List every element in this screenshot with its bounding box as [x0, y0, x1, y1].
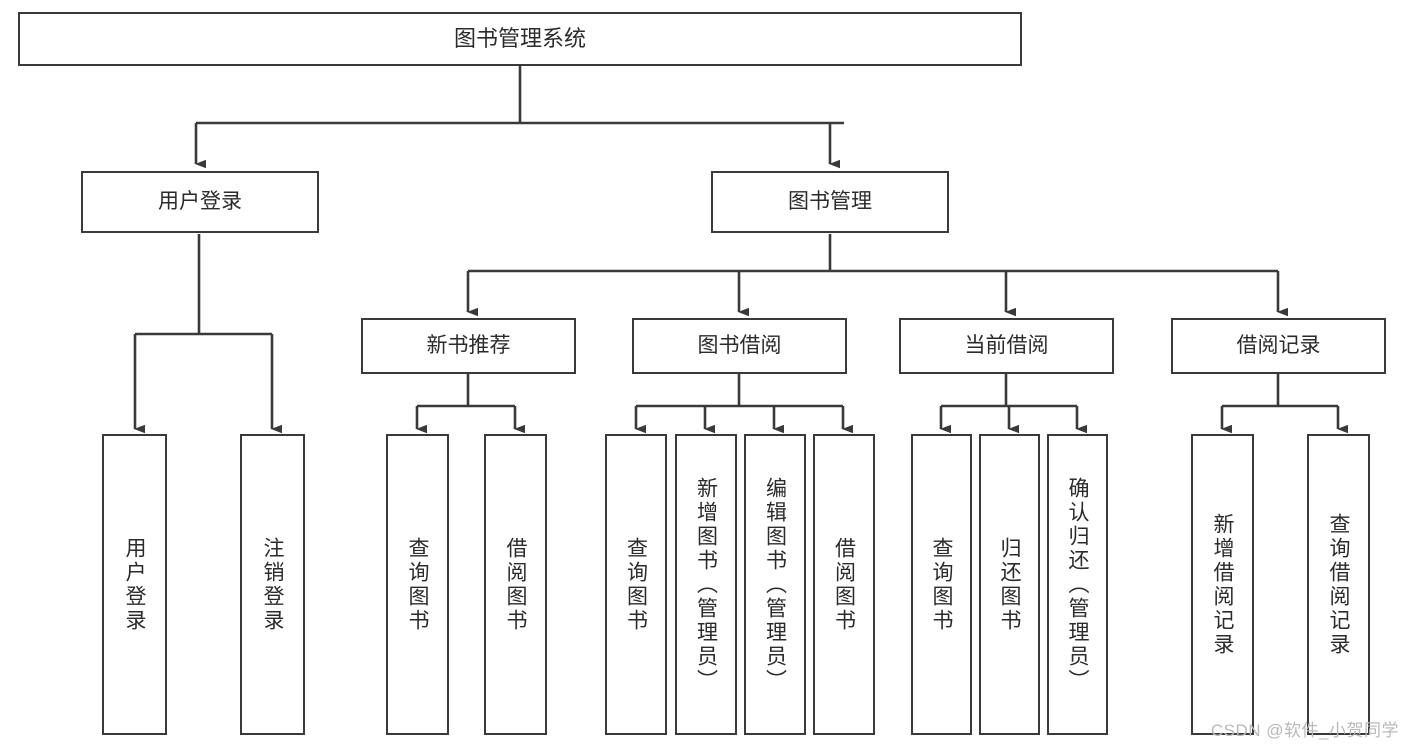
node-label: 确认归还（管理员）	[1066, 476, 1089, 693]
csdn-watermark: CSDN @软件_小贺同学	[1210, 721, 1399, 740]
node-current-borrowing[interactable]: 当前借阅	[899, 318, 1114, 374]
node-label: 新增图书（管理员）	[694, 476, 718, 693]
node-book-borrowing[interactable]: 图书借阅	[632, 318, 847, 374]
node-user-login[interactable]: 用户登录	[81, 171, 319, 233]
node-book-management[interactable]: 图书管理	[711, 171, 949, 233]
node-borrowing-records[interactable]: 借阅记录	[1171, 318, 1386, 374]
node-label: 新书推荐	[426, 333, 511, 357]
leaf-borrow-book-new[interactable]: 借阅图书	[484, 434, 547, 735]
node-label: 编辑图书（管理员）	[763, 476, 787, 693]
leaf-query-book-current[interactable]: 查询图书	[911, 434, 972, 735]
node-label: 查询图书	[930, 536, 953, 633]
leaf-add-borrow-record[interactable]: 新增借阅记录	[1191, 434, 1254, 735]
node-new-book-recommendation[interactable]: 新书推荐	[361, 318, 576, 374]
leaf-return-book[interactable]: 归还图书	[979, 434, 1040, 735]
leaf-user-login[interactable]: 用户登录	[102, 434, 167, 735]
node-label: 注销登录	[261, 536, 284, 633]
node-root-book-management-system[interactable]: 图书管理系统	[18, 12, 1022, 66]
leaf-add-book-admin[interactable]: 新增图书（管理员）	[675, 434, 737, 735]
leaf-query-borrow-record[interactable]: 查询借阅记录	[1307, 434, 1370, 735]
node-label: 借阅记录	[1236, 333, 1321, 357]
node-label: 当前借阅	[964, 333, 1049, 357]
leaf-borrow-book[interactable]: 借阅图书	[813, 434, 875, 735]
node-label: 借阅图书	[832, 536, 856, 633]
node-label: 查询借阅记录	[1327, 512, 1350, 657]
leaf-logout[interactable]: 注销登录	[240, 434, 305, 735]
node-label: 用户登录	[123, 536, 146, 633]
leaf-confirm-return-admin[interactable]: 确认归还（管理员）	[1047, 434, 1108, 735]
leaf-edit-book-admin[interactable]: 编辑图书（管理员）	[744, 434, 806, 735]
node-label: 借阅图书	[504, 536, 527, 633]
node-label: 用户登录	[158, 189, 242, 213]
node-label: 图书管理	[788, 189, 872, 213]
leaf-query-book-new[interactable]: 查询图书	[386, 434, 449, 735]
node-label: 查询图书	[624, 536, 648, 633]
node-label: 图书借阅	[697, 333, 782, 357]
node-label: 归还图书	[998, 536, 1021, 633]
leaf-query-book-borrow[interactable]: 查询图书	[605, 434, 667, 735]
node-label: 查询图书	[406, 536, 429, 633]
node-label: 图书管理系统	[453, 26, 586, 52]
node-label: 新增借阅记录	[1211, 512, 1234, 657]
